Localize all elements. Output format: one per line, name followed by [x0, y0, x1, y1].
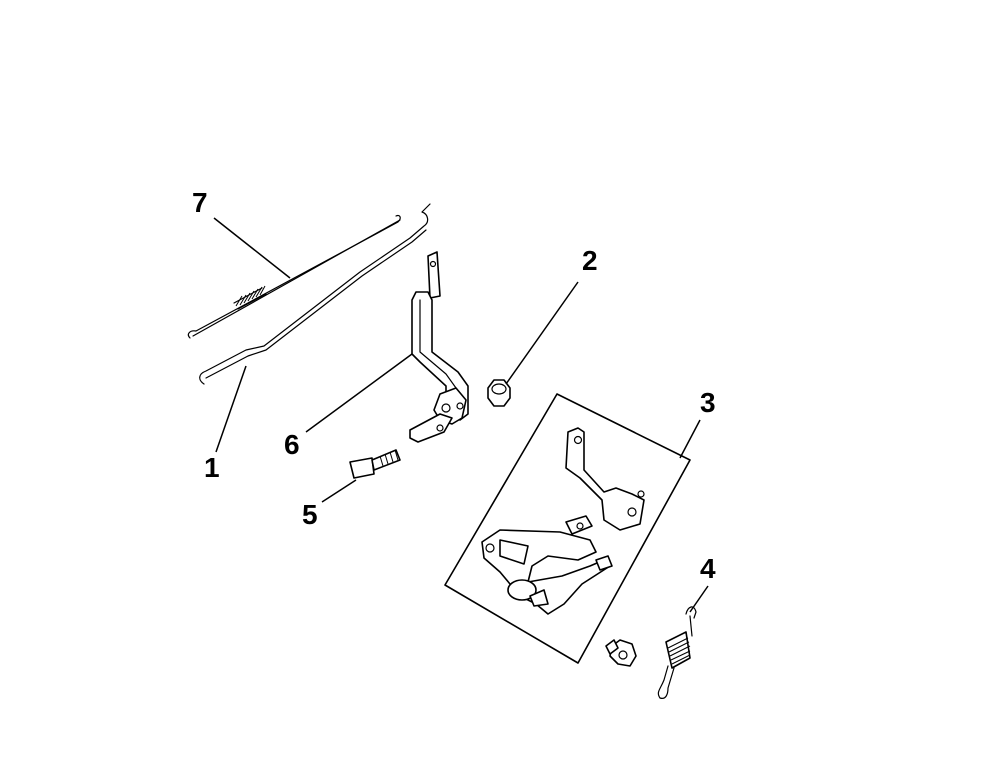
callout-1: 1 — [204, 452, 220, 483]
leader-line-6 — [305, 353, 413, 433]
leader-line-3 — [679, 419, 701, 459]
part-2-nut[interactable] — [487, 379, 511, 407]
part-7-spring-rod[interactable] — [187, 214, 401, 339]
part-6-lever[interactable] — [409, 251, 469, 443]
callout-3: 3 — [700, 387, 716, 418]
leader-line-5 — [321, 479, 357, 503]
leader-line-7 — [213, 217, 291, 279]
leader-line-1 — [215, 365, 247, 453]
part-5-bolt[interactable] — [349, 449, 401, 479]
part-3-bracket-assembly[interactable] — [444, 393, 691, 664]
callout-6: 6 — [284, 429, 300, 460]
screw-icon[interactable] — [605, 639, 637, 667]
part-4-spring[interactable] — [657, 606, 697, 699]
leader-line-2 — [505, 281, 579, 385]
callout-7: 7 — [192, 187, 208, 218]
part-1-rod[interactable] — [199, 203, 431, 385]
callout-5: 5 — [302, 499, 318, 530]
leader-line-4 — [689, 585, 709, 613]
spring-coil-icon — [233, 285, 267, 310]
callout-2: 2 — [582, 245, 598, 276]
callout-4: 4 — [700, 553, 716, 584]
